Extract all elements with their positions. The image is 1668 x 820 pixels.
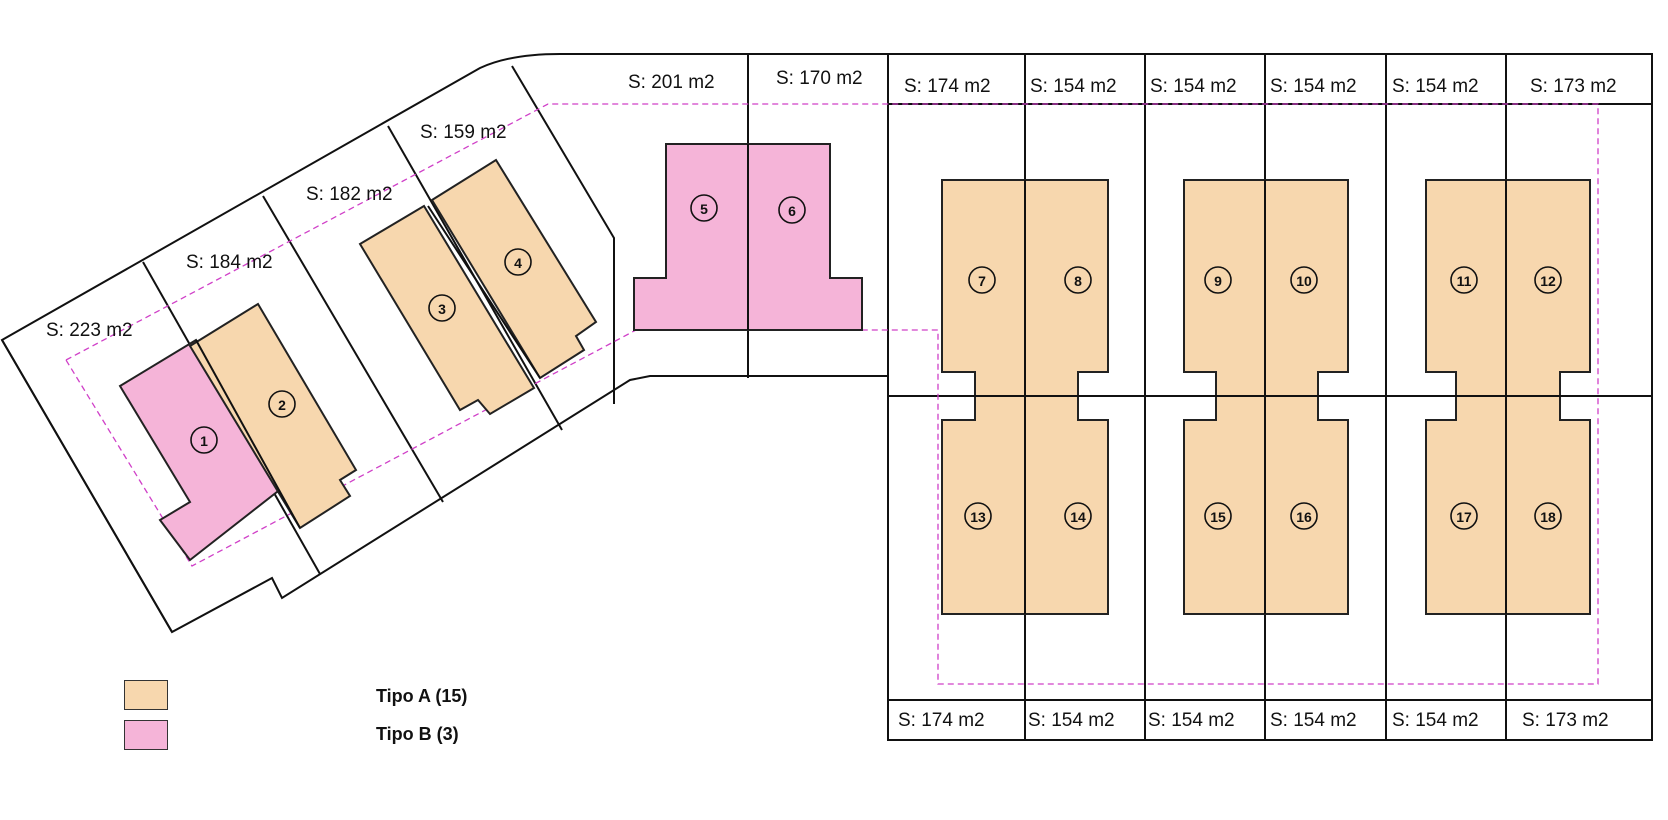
house-5 <box>633 143 749 331</box>
area-label-plot-16: S: 154 m2 <box>1270 710 1357 731</box>
house-number-circle <box>778 196 806 224</box>
house-number-circle <box>968 266 996 294</box>
house-number-17: 17 <box>1450 502 1478 530</box>
house-number-circle <box>428 294 456 322</box>
area-label-plot-9: S: 154 m2 <box>1150 76 1237 97</box>
house-number-1: 1 <box>190 426 218 454</box>
house-number-12: 12 <box>1534 266 1562 294</box>
house-number-circle <box>268 390 296 418</box>
house-8 <box>1024 179 1109 397</box>
area-label-plot-7: S: 174 m2 <box>904 76 991 97</box>
house-number-circle <box>190 426 218 454</box>
house-number-text: 1 <box>200 433 208 449</box>
house-3 <box>358 204 536 416</box>
area-label-plot-17: S: 154 m2 <box>1392 710 1479 731</box>
house-18 <box>1505 395 1591 615</box>
area-label-plot-8: S: 154 m2 <box>1030 76 1117 97</box>
area-label-plot-6: S: 170 m2 <box>776 68 863 89</box>
area-label-plot-18: S: 173 m2 <box>1522 710 1609 731</box>
party-walls <box>195 144 1590 614</box>
house-number-circle <box>1290 502 1318 530</box>
house-6 <box>747 143 863 331</box>
area-label-plot-11: S: 154 m2 <box>1392 76 1479 97</box>
house-number-circle <box>1204 266 1232 294</box>
house-number-3: 3 <box>428 294 456 322</box>
house-number-6: 6 <box>778 196 806 224</box>
house-number-text: 6 <box>788 203 796 219</box>
house-number-16: 16 <box>1290 502 1318 530</box>
house-number-18: 18 <box>1534 502 1562 530</box>
houses <box>118 143 1591 615</box>
house-number-text: 10 <box>1296 273 1312 289</box>
house-14 <box>1024 395 1109 615</box>
house-number-text: 11 <box>1457 273 1472 289</box>
building-line <box>65 103 1599 685</box>
house-number-2: 2 <box>268 390 296 418</box>
area-label-plot-13: S: 174 m2 <box>898 710 985 731</box>
house-number-text: 14 <box>1070 509 1086 525</box>
house-number-circle <box>690 194 718 222</box>
house-number-text: 17 <box>1456 509 1472 525</box>
house-number-text: 8 <box>1074 273 1082 289</box>
house-number-text: 4 <box>514 255 522 271</box>
area-label-plot-15: S: 154 m2 <box>1148 710 1235 731</box>
house-number-text: 15 <box>1210 509 1226 525</box>
house-number-14: 14 <box>1064 502 1092 530</box>
house-17 <box>1425 395 1507 615</box>
house-number-circle <box>504 248 532 276</box>
house-number-text: 13 <box>970 509 986 525</box>
house-number-10: 10 <box>1290 266 1318 294</box>
house-number-5: 5 <box>690 194 718 222</box>
area-label-plot-4: S: 159 m2 <box>420 122 507 143</box>
house-number-7: 7 <box>968 266 996 294</box>
house-number-text: 9 <box>1214 273 1222 289</box>
house-number-circle <box>1450 266 1478 294</box>
house-number-15: 15 <box>1204 502 1232 530</box>
house-number-circle <box>1204 502 1232 530</box>
house-number-text: 16 <box>1296 509 1312 525</box>
legend-label-tipo-b: Tipo B (3) <box>376 724 459 744</box>
house-number-13: 13 <box>964 502 992 530</box>
house-number-circle <box>1064 266 1092 294</box>
area-label-plot-2: S: 184 m2 <box>186 252 273 273</box>
house-9 <box>1183 179 1266 397</box>
house-number-circle <box>964 502 992 530</box>
house-16 <box>1264 395 1349 615</box>
area-label-plot-10: S: 154 m2 <box>1270 76 1357 97</box>
house-number-text: 2 <box>278 397 286 413</box>
house-number-8: 8 <box>1064 266 1092 294</box>
house-number-11: 11 <box>1450 266 1478 294</box>
house-number-circle <box>1450 502 1478 530</box>
house-number-text: 7 <box>978 273 986 289</box>
house-number-9: 9 <box>1204 266 1232 294</box>
area-label-plot-5: S: 201 m2 <box>628 72 715 93</box>
legend-label-tipo-a: Tipo A (15) <box>376 686 468 706</box>
area-labels: S: 223 m2 S: 184 m2 S: 182 m2 S: 159 m2 … <box>46 68 1617 731</box>
area-label-plot-1: S: 223 m2 <box>46 320 133 341</box>
house-number-circle <box>1534 502 1562 530</box>
area-label-plot-3: S: 182 m2 <box>306 184 393 205</box>
house-number-text: 12 <box>1540 273 1556 289</box>
house-number-circle <box>1064 502 1092 530</box>
house-number-text: 18 <box>1540 509 1556 525</box>
area-label-plot-12: S: 173 m2 <box>1530 76 1617 97</box>
house-number-circle <box>1290 266 1318 294</box>
legend-swatch-tipo-a <box>124 680 168 710</box>
house-number-text: 3 <box>438 301 446 317</box>
legend-swatch-tipo-b <box>124 720 168 750</box>
area-label-plot-14: S: 154 m2 <box>1028 710 1115 731</box>
house-number-4: 4 <box>504 248 532 276</box>
house-number-text: 5 <box>700 201 708 217</box>
house-number-circle <box>1534 266 1562 294</box>
